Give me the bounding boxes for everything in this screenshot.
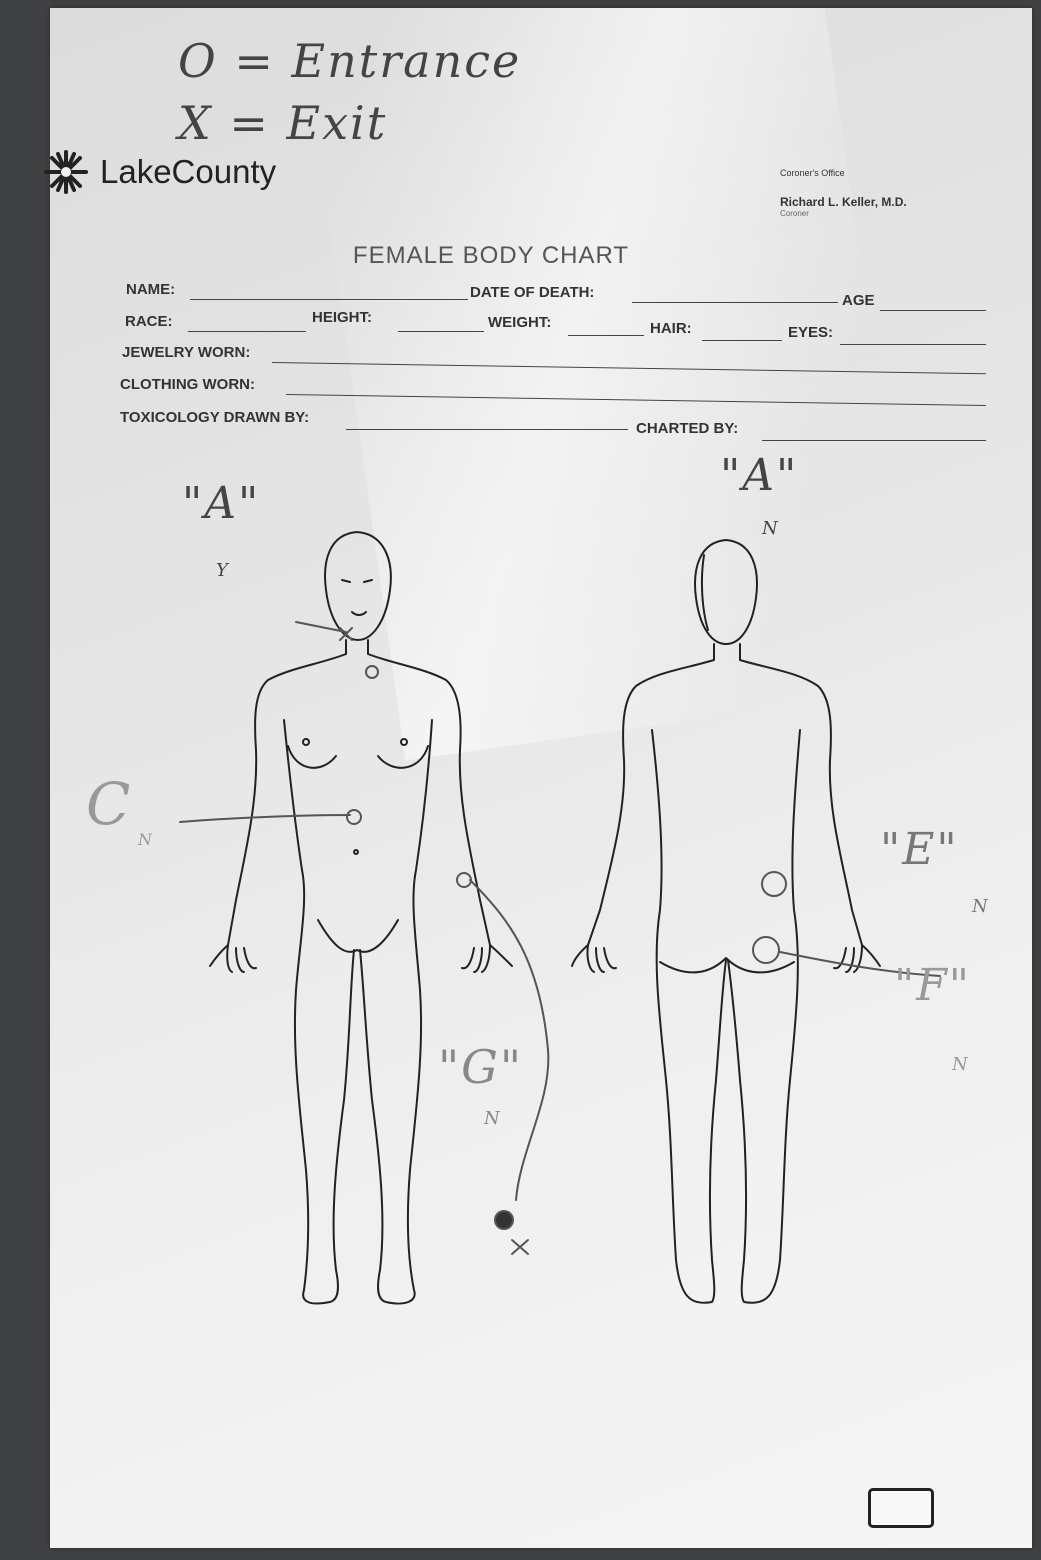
f-label: "F" — [894, 960, 971, 1011]
front-a-label: "A" — [182, 478, 260, 529]
g-label: "G" — [438, 1040, 523, 1094]
f-sub: N — [952, 1054, 970, 1075]
e-label: "E" — [880, 824, 959, 875]
back-body-figure — [572, 540, 880, 1303]
e-sub: N — [972, 896, 990, 917]
back-a-label: "A" — [720, 450, 798, 501]
page-stamp — [868, 1488, 934, 1528]
wound-markings — [180, 622, 940, 1254]
c-label: C — [86, 770, 132, 838]
front-body-figure — [210, 532, 512, 1304]
front-a-sub: Y — [216, 560, 230, 581]
g-sub: N — [484, 1108, 502, 1129]
back-a-sub: N — [762, 518, 780, 539]
c-sub: N — [138, 830, 154, 849]
